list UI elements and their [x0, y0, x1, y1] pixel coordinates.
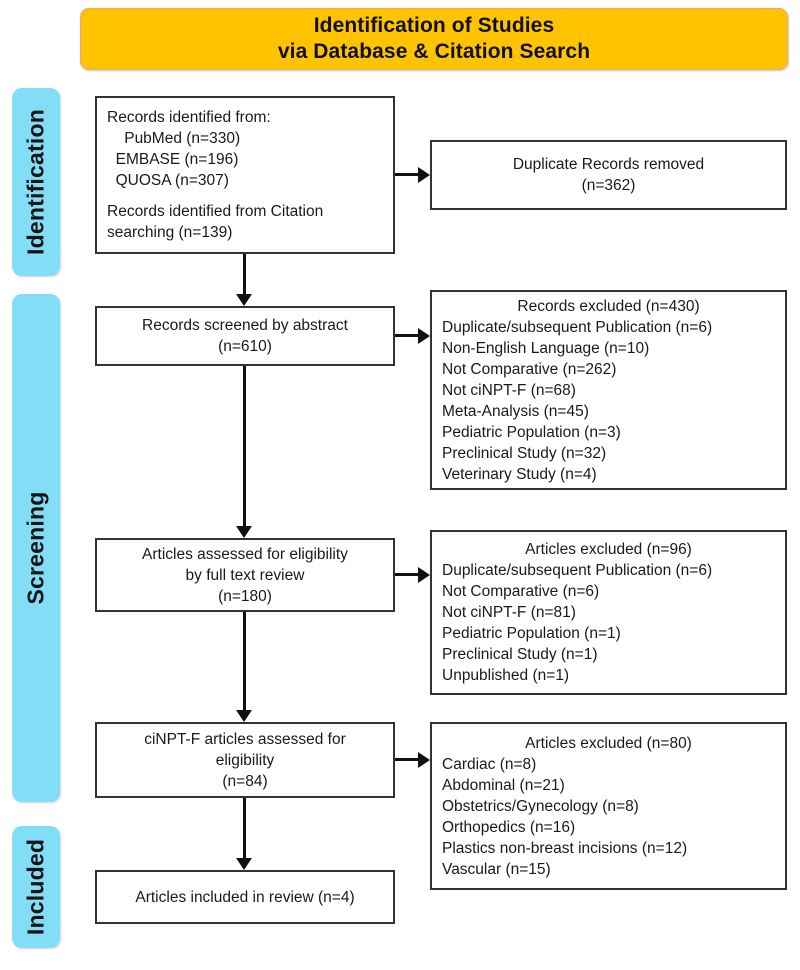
arrow-right-icon-to-articles-excluded-fulltext: [418, 567, 430, 583]
box-records-identified: Records identified from: PubMed (n=330) …: [95, 96, 395, 254]
box-duplicate-records-removed: Duplicate Records removed (n=362): [430, 140, 787, 210]
records-excluded-reason-8: Veterinary Study (n=4): [442, 465, 597, 483]
records-identified-line-4: QUOSA (n=307): [107, 172, 229, 189]
records-excluded-reason-7: Preclinical Study (n=32): [442, 444, 607, 462]
records-identified-line-6: searching (n=139): [107, 224, 233, 241]
arrow-right-icon-to-records-excluded: [418, 328, 430, 344]
records-excluded-reason-3: Not Comparative (n=262): [442, 360, 617, 378]
articles-eligibility-line-1: Articles assessed for eligibility: [142, 545, 348, 563]
connector-line-screened-to-eligibility: [243, 366, 246, 526]
phase-label-included: Included: [22, 838, 49, 936]
articles-excluded-fulltext-reason-5: Preclinical Study (n=1): [442, 646, 598, 663]
box-articles-excluded-specialty: Articles excluded (n=80) Cardiac (n=8) A…: [430, 722, 787, 890]
connector-line-cinptf-to-included: [243, 798, 246, 858]
records-excluded-heading: Records excluded (n=430): [517, 297, 700, 315]
records-excluded-reason-5: Meta-Analysis (n=45): [442, 402, 589, 420]
arrow-right-icon-to-duplicates-removed: [418, 167, 430, 183]
header-banner: Identification of Studies via Database &…: [80, 8, 788, 70]
arrow-down-icon-to-eligibility: [236, 526, 252, 538]
header-title-line2: via Database & Citation Search: [277, 40, 591, 63]
records-excluded-reason-6: Pediatric Population (n=3): [442, 423, 621, 441]
records-excluded-reason-1: Duplicate/subsequent Publication (n=6): [442, 318, 713, 336]
arrow-down-icon-to-cinptf: [236, 710, 252, 722]
arrow-down-icon-to-screened: [236, 294, 252, 306]
articles-eligibility-line-2: by full text review: [185, 566, 305, 584]
connector-line-to-records-excluded: [395, 334, 421, 337]
box-articles-excluded-fulltext: Articles excluded (n=96) Duplicate/subse…: [430, 530, 787, 695]
cinptf-eligibility-line-3: (n=84): [222, 772, 268, 790]
connector-line-to-articles-excluded-specialty: [395, 758, 421, 761]
cinptf-eligibility-line-2: eligibility: [215, 751, 275, 769]
articles-excluded-fulltext-reason-3: Not ciNPT-F (n=81): [442, 604, 576, 621]
phase-bar-included: Included: [12, 826, 60, 948]
articles-excluded-fulltext-reason-6: Unpublished (n=1): [442, 667, 570, 684]
duplicates-removed-line-2: (n=362): [581, 177, 636, 194]
phase-label-identification: Identification: [22, 109, 49, 255]
box-records-excluded: Records excluded (n=430) Duplicate/subse…: [430, 290, 787, 490]
records-excluded-reason-4: Not ciNPT-F (n=68): [442, 381, 576, 399]
articles-excluded-fulltext-reason-4: Pediatric Population (n=1): [442, 625, 621, 642]
articles-excluded-specialty-reason-1: Cardiac (n=8): [442, 755, 537, 773]
box-records-screened: Records screened by abstract (n=610): [95, 306, 395, 366]
box-cinptf-articles-assessed: ciNPT-F articles assessed for eligibilit…: [95, 722, 395, 798]
phase-bar-screening: Screening: [12, 294, 60, 802]
articles-excluded-specialty-heading: Articles excluded (n=80): [525, 734, 692, 752]
duplicates-removed-line-1: Duplicate Records removed: [512, 156, 705, 173]
arrow-down-icon-to-included: [236, 858, 252, 870]
records-screened-line-2: (n=610): [218, 338, 272, 355]
phase-label-screening: Screening: [22, 491, 49, 605]
articles-eligibility-line-3: (n=180): [218, 587, 272, 605]
articles-excluded-specialty-reason-5: Plastics non-breast incisions (n=12): [442, 839, 688, 857]
articles-excluded-specialty-reason-2: Abdominal (n=21): [442, 776, 565, 794]
connector-line-eligibility-to-cinptf: [243, 612, 246, 710]
connector-line-identified-to-screened: [243, 254, 246, 294]
connector-line-to-duplicates-removed: [395, 173, 421, 176]
cinptf-eligibility-line-1: ciNPT-F articles assessed for: [144, 730, 346, 748]
records-identified-line-1: Records identified from:: [107, 109, 271, 126]
records-screened-line-1: Records screened by abstract: [142, 317, 348, 334]
articles-excluded-specialty-reason-4: Orthopedics (n=16): [442, 818, 576, 836]
articles-excluded-fulltext-heading: Articles excluded (n=96): [525, 541, 692, 558]
articles-excluded-fulltext-reason-2: Not Comparative (n=6): [442, 583, 600, 600]
box-articles-included-review: Articles included in review (n=4): [95, 870, 395, 924]
articles-excluded-specialty-reason-6: Vascular (n=15): [442, 860, 551, 878]
records-identified-line-2: PubMed (n=330): [107, 130, 241, 147]
phase-bar-identification: Identification: [12, 88, 60, 276]
included-review-line-1: Articles included in review (n=4): [135, 888, 355, 906]
records-identified-line-5: Records identified from Citation: [107, 203, 324, 220]
records-identified-spacer: [107, 191, 383, 201]
connector-line-to-articles-excluded-fulltext: [395, 573, 421, 576]
articles-excluded-fulltext-reason-1: Duplicate/subsequent Publication (n=6): [442, 562, 713, 579]
articles-excluded-specialty-reason-3: Obstetrics/Gynecology (n=8): [442, 797, 639, 815]
box-articles-assessed-eligibility: Articles assessed for eligibility by ful…: [95, 538, 395, 612]
header-title-line1: Identification of Studies: [313, 14, 555, 37]
records-identified-line-3: EMBASE (n=196): [107, 151, 239, 168]
records-excluded-reason-2: Non-English Language (n=10): [442, 339, 650, 357]
arrow-right-icon-to-articles-excluded-specialty: [418, 752, 430, 768]
